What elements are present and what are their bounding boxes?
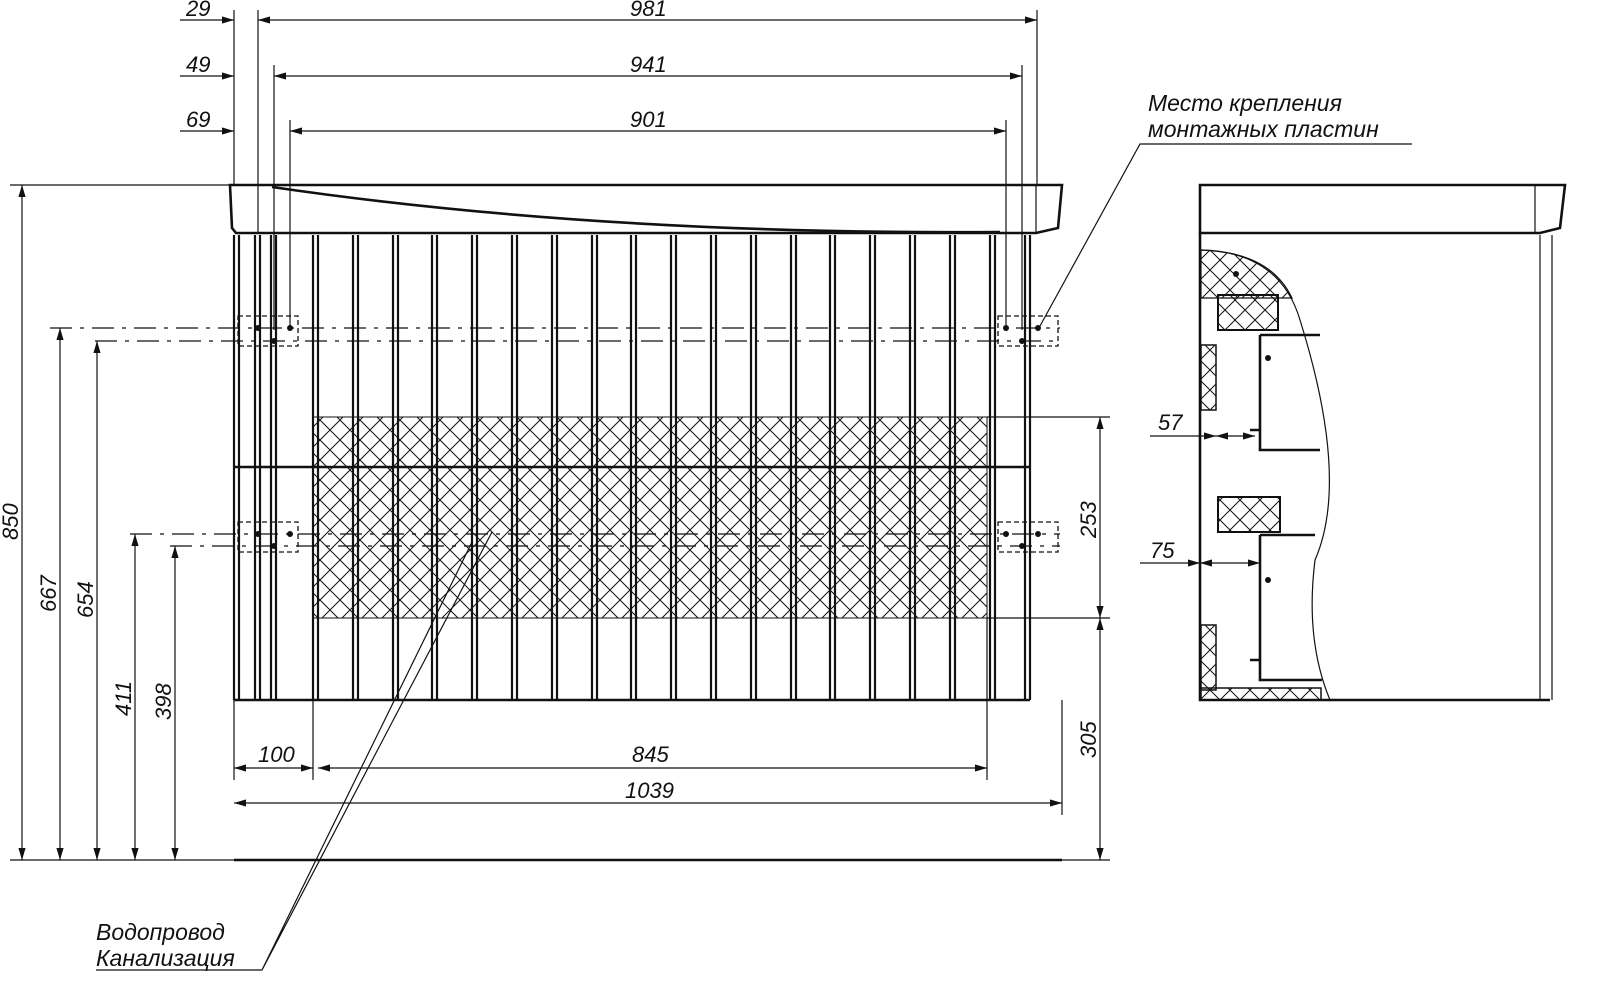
front-left-dims: 850 667 654 411 398 xyxy=(0,503,176,720)
dim-411: 411 xyxy=(111,681,136,716)
hatched-plumbing-zone xyxy=(312,416,988,619)
mounting-plates xyxy=(237,315,1059,553)
dim-57: 57 xyxy=(1158,410,1183,435)
dim-253: 253 xyxy=(1076,501,1101,539)
mounting-label-line1: Место крепления xyxy=(1148,90,1342,116)
front-bottom-dims: 100 845 1039 xyxy=(258,742,674,803)
extension-lines xyxy=(10,10,1110,861)
dim-1039: 1039 xyxy=(625,778,674,803)
front-right-dims: 253 305 xyxy=(1076,501,1101,758)
mounting-plates-callout: Место крепления монтажных пластин xyxy=(1039,90,1412,327)
pipes-label-line1: Водопровод xyxy=(96,919,225,945)
dim-49: 49 xyxy=(186,52,210,77)
dimension-lines xyxy=(18,16,1260,860)
dim-850: 850 xyxy=(0,503,23,540)
side-view xyxy=(1198,183,1567,702)
dim-654: 654 xyxy=(73,581,98,618)
dim-981: 981 xyxy=(630,0,667,21)
pipes-label-line2: Канализация xyxy=(96,945,235,971)
mounting-label-line2: монтажных пластин xyxy=(1148,116,1379,142)
dim-845: 845 xyxy=(632,742,669,767)
plumbing-callout: Водопровод Канализация xyxy=(96,531,493,971)
dim-100: 100 xyxy=(258,742,295,767)
dim-29: 29 xyxy=(185,0,210,21)
dim-75: 75 xyxy=(1150,538,1175,563)
dim-69: 69 xyxy=(186,107,210,132)
dim-901: 901 xyxy=(630,107,667,132)
front-view xyxy=(50,183,1064,862)
dim-941: 941 xyxy=(630,52,667,77)
countertop-sink xyxy=(228,183,1064,235)
dim-667: 667 xyxy=(36,575,61,612)
side-view-dims: 57 75 xyxy=(1150,410,1183,563)
dim-305: 305 xyxy=(1076,721,1101,758)
dim-398: 398 xyxy=(151,683,176,720)
front-top-dims: 29 981 49 941 69 901 xyxy=(185,0,667,132)
